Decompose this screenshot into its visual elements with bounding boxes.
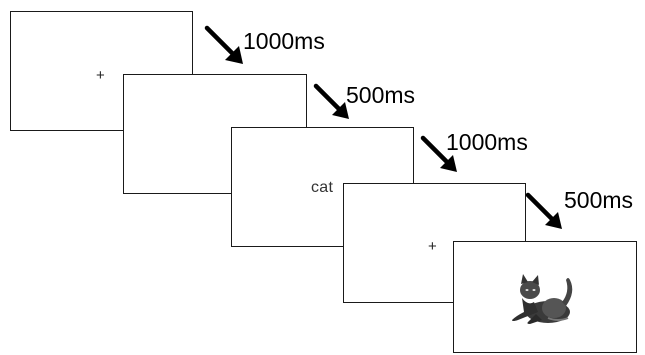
duration-label: 1000ms xyxy=(446,129,528,155)
arrow-down-right-icon xyxy=(420,135,457,172)
screen-image xyxy=(453,241,637,353)
duration-label: 500ms xyxy=(346,82,416,108)
screen-fixation-1: + xyxy=(10,11,193,131)
duration-label: 1000ms xyxy=(243,28,325,54)
fixation-cross: + xyxy=(428,238,437,255)
arrow-down-right-icon xyxy=(525,192,562,229)
arrow-down-right-icon xyxy=(313,83,349,119)
arrow-down-right-icon xyxy=(204,25,243,64)
duration-label: 500ms xyxy=(564,187,634,213)
fixation-cross: + xyxy=(96,67,105,84)
word-stimulus: cat xyxy=(311,179,334,196)
cat-image xyxy=(512,274,573,324)
